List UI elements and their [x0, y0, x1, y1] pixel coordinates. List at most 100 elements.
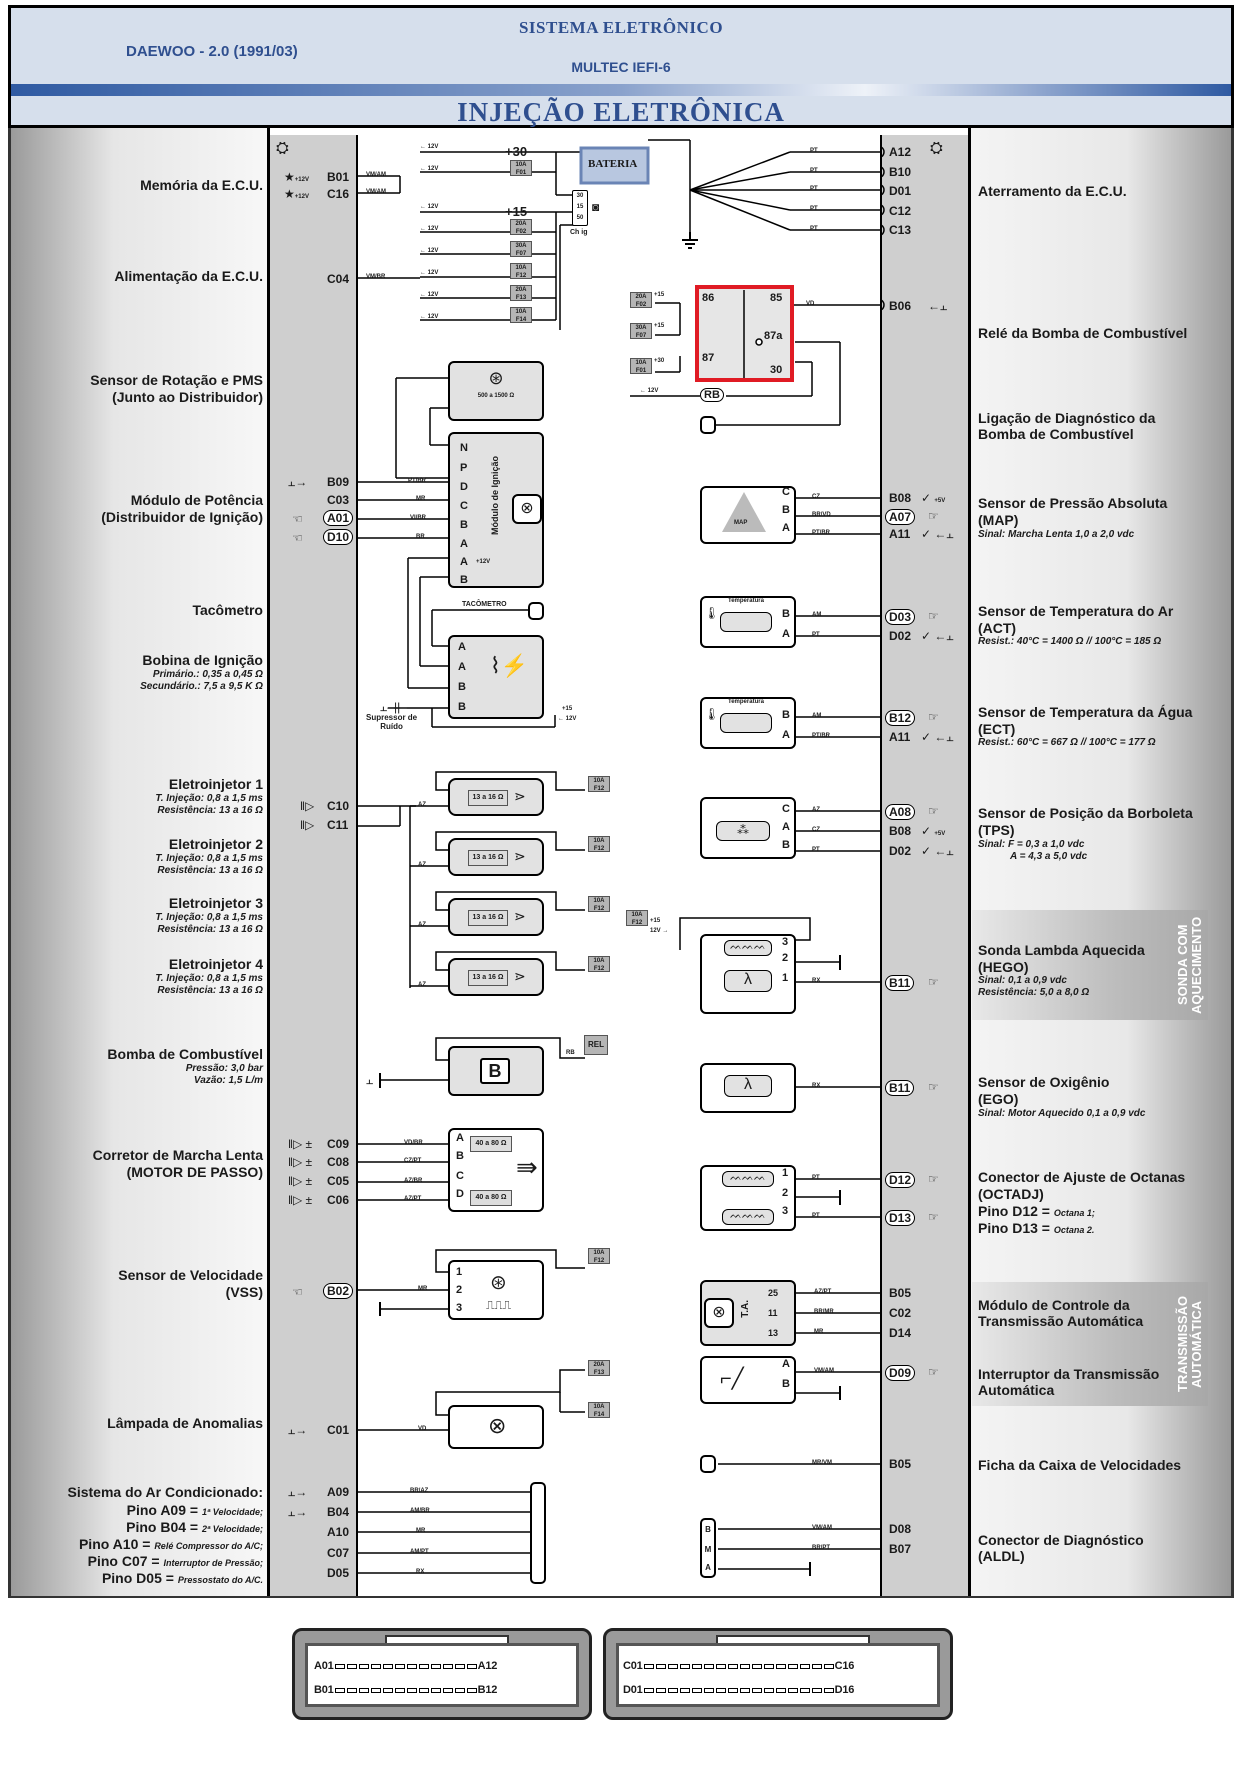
act-resistance: Resist.: 40°C = 1400 Ω // 100°C = 185 Ω	[978, 636, 1162, 647]
connector-pin-slot	[358, 1687, 369, 1693]
check-icon: ✓ +5V	[921, 491, 946, 505]
pin-B09[interactable]: B09	[327, 475, 350, 489]
tachometer-connector[interactable]	[528, 602, 544, 620]
map-label: MAP	[734, 520, 748, 526]
connector-pin-slot	[394, 1687, 405, 1693]
pin-C01[interactable]: C01	[327, 1423, 350, 1437]
pin-D05[interactable]: D05	[327, 1566, 350, 1580]
pin-C03[interactable]: C03	[327, 493, 350, 507]
pin-D02[interactable]: D02	[889, 844, 912, 858]
pin-B11[interactable]: B11	[885, 1080, 915, 1096]
pin-B08[interactable]: B08	[889, 491, 912, 505]
injector-pulse-icon: ‖▷	[300, 818, 315, 832]
potentiometer-icon: ⁂	[716, 821, 770, 841]
temp-label: Temperatura	[728, 598, 764, 604]
pin-B12[interactable]: B12	[885, 710, 916, 726]
wire-label: PT	[810, 186, 818, 192]
ignition-switch[interactable]: 30 15 50	[572, 190, 588, 226]
wire-label: AM	[812, 612, 822, 618]
connector-pin-slot	[430, 1663, 441, 1669]
wire-label: PT	[812, 847, 820, 853]
pump-diag-connector[interactable]	[700, 416, 716, 434]
ac-connector[interactable]	[530, 1482, 546, 1584]
ground-arrow-icon: ⫠→	[288, 475, 308, 489]
pin-B05[interactable]: B05	[889, 1457, 912, 1471]
gearbox-connector[interactable]	[700, 1455, 716, 1473]
connector-pin-slot	[370, 1687, 381, 1693]
pin-A09[interactable]: A09	[327, 1485, 350, 1499]
pin-D12[interactable]: D12	[885, 1172, 916, 1188]
pin-D01[interactable]: D01	[889, 184, 912, 198]
pin-B10[interactable]: B10	[889, 165, 912, 179]
wire-label: BR	[416, 534, 425, 540]
pin-C02[interactable]: C02	[889, 1306, 912, 1320]
check-ground-icon: ✓ ←⫠	[921, 730, 954, 744]
tps-pin: A	[782, 821, 790, 833]
pin-C16[interactable]: C16	[327, 187, 350, 201]
pin-C04[interactable]: C04	[327, 272, 350, 286]
ignition-switch-label: Ch ig	[570, 229, 588, 236]
label-ignition-coil-secondary: Secundário.: 7,5 a 9,5 K Ω	[140, 681, 263, 692]
hand-pointer-icon: ☜	[292, 512, 303, 526]
rpm-sensor-resistance: 500 a 1500 Ω	[477, 393, 515, 399]
injector-3-resistance: Resistência: 13 a 16 Ω	[157, 924, 263, 935]
pin-D09[interactable]: D09	[885, 1365, 916, 1381]
pin-A08[interactable]: A08	[885, 804, 916, 820]
connector-pin-slot	[667, 1687, 678, 1693]
label-octadj: Conector de Ajuste de Octanas	[978, 1169, 1186, 1185]
pin-D10[interactable]: D10	[323, 529, 354, 545]
connector-pin-slot	[787, 1687, 798, 1693]
pin-D03[interactable]: D03	[885, 609, 916, 625]
pin-D13[interactable]: D13	[885, 1210, 916, 1226]
connector-pin-slot	[691, 1663, 702, 1669]
ign-pin: D	[460, 481, 468, 493]
pin-A11[interactable]: A11	[889, 730, 911, 744]
iac-pin: B	[456, 1150, 464, 1162]
check-ground-icon: ✓ ←⫠	[921, 844, 954, 858]
pin-B05[interactable]: B05	[889, 1286, 912, 1300]
ect-pin: A	[782, 729, 790, 741]
pin-A01[interactable]: A01	[323, 510, 354, 526]
voltage-12v: ← 12V	[420, 166, 439, 172]
connector-pin-slot	[691, 1687, 702, 1693]
hand-pointer-icon: ☞	[928, 1172, 939, 1186]
pin-C13[interactable]: C13	[889, 223, 912, 237]
relay-pin-87a: 87a	[764, 330, 783, 342]
pin-A07[interactable]: A07	[885, 509, 916, 525]
pin-B08[interactable]: B08	[889, 824, 912, 838]
pin-B07[interactable]: B07	[889, 1542, 912, 1556]
pin-B06[interactable]: B06	[889, 299, 912, 313]
pin-C10[interactable]: C10	[327, 799, 350, 813]
ecu-engine-icon-right: ⛭	[930, 140, 943, 157]
pin-A11[interactable]: A11	[889, 527, 911, 541]
pin-D02[interactable]: D02	[889, 629, 912, 643]
pin-B11[interactable]: B11	[885, 975, 915, 991]
map-sensor-box: MAP C B A	[700, 486, 796, 544]
pin-C11[interactable]: C11	[327, 818, 349, 832]
ac-pin-a10: Pino A10 = Relé Compressor do A/C;	[78, 1536, 263, 1552]
pin-C05[interactable]: C05	[327, 1174, 350, 1188]
pin-B04[interactable]: B04	[327, 1505, 350, 1519]
label-injector-4: Eletroinjetor 4	[168, 956, 263, 972]
pin-C08[interactable]: C08	[327, 1155, 350, 1169]
pin-B02[interactable]: B02	[323, 1283, 354, 1299]
oct-pin: 3	[782, 1205, 789, 1217]
check-icon: ✓ +5V	[921, 824, 946, 838]
pin-D14[interactable]: D14	[889, 1326, 912, 1340]
aldl-connector[interactable]: B M A	[700, 1518, 716, 1578]
ecu-pin-strip-right	[880, 135, 968, 1598]
label-idle-corrector-2: (MOTOR DE PASSO)	[126, 1164, 263, 1180]
pin-A10[interactable]: A10	[327, 1525, 350, 1539]
pin-D08[interactable]: D08	[889, 1522, 912, 1536]
pin-C09[interactable]: C09	[327, 1137, 350, 1151]
pin-C12[interactable]: C12	[889, 204, 912, 218]
relay-pin-85: 85	[770, 292, 783, 304]
pin-A12[interactable]: A12	[889, 145, 912, 159]
wire-label: AZ	[418, 922, 426, 928]
pin-B01[interactable]: B01	[327, 170, 350, 184]
pin-C07[interactable]: C07	[327, 1546, 350, 1560]
pin-C06[interactable]: C06	[327, 1193, 350, 1207]
voltage-12v: ← 12V	[420, 204, 439, 210]
